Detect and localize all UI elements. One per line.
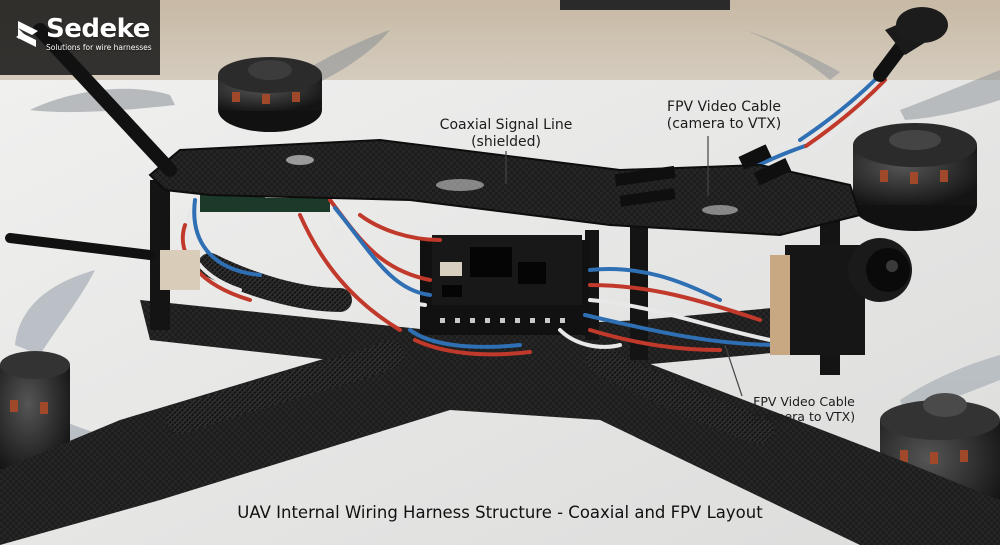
sedeke-logo-icon	[16, 21, 38, 47]
vtx-antenna	[33, 7, 948, 177]
fpv-camera	[770, 238, 912, 355]
brand-tagline: Solutions for wire harnesses	[46, 43, 152, 52]
brand-name: Sedeke	[46, 14, 150, 44]
image-caption: UAV Internal Wiring Harness Structure - …	[237, 503, 763, 522]
wire-harness	[180, 73, 892, 357]
fpv-bottom-label-line1: FPV Video Cable	[753, 394, 855, 409]
motor-top-left	[218, 57, 322, 132]
connector-block	[160, 250, 200, 290]
coaxial-signal-line-label: Coaxial Signal Line (shielded)	[416, 117, 596, 151]
fpv-bottom-label-line2: (camera to VTX)	[752, 409, 856, 424]
sedeke-logo: Sedeke Solutions for wire harnesses	[10, 16, 152, 52]
upper-frame-plate	[148, 138, 862, 237]
motor-top-right	[853, 123, 977, 231]
propeller-top-right	[745, 30, 1000, 120]
fpv-connectors	[614, 144, 792, 207]
flight-controller-stack	[420, 235, 590, 335]
fpv-video-cable-label-bottom: FPV Video Cable (camera to VTX)	[724, 394, 884, 424]
fpv-video-cable-label-top: FPV Video Cable (camera to VTX)	[634, 99, 814, 133]
fpv-top-label-line1: FPV Video Cable	[667, 99, 781, 115]
annotation-leader-lines	[505, 136, 743, 397]
fpv-top-label-line2: (camera to VTX)	[666, 116, 782, 132]
coaxial-label-line1: Coaxial Signal Line	[439, 117, 573, 133]
coaxial-label-line2: (shielded)	[471, 134, 541, 150]
